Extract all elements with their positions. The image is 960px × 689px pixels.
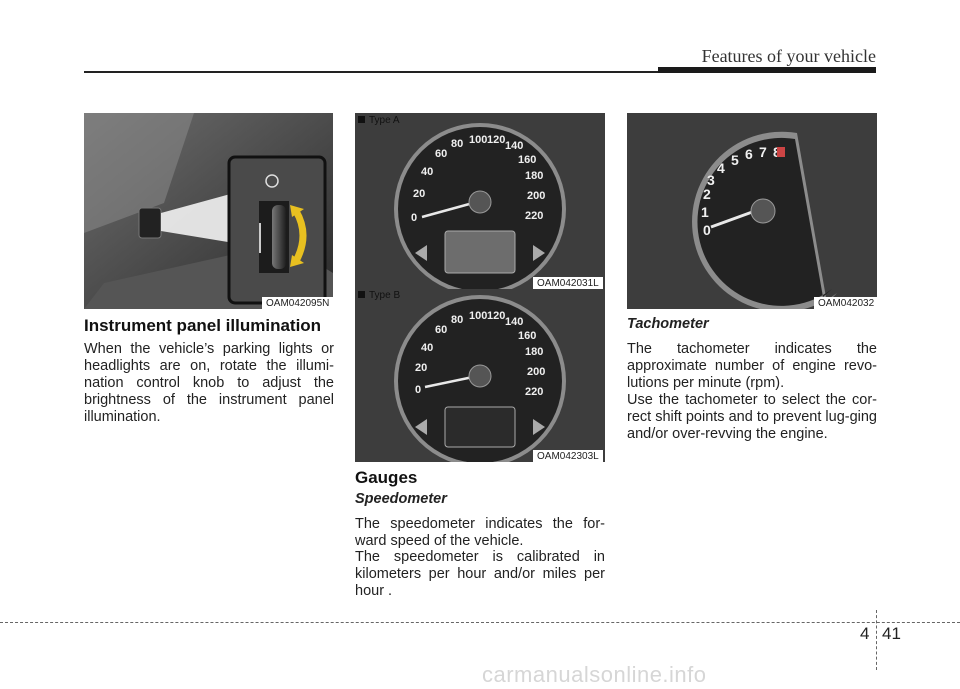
figure-code-left: OAM042095N (262, 297, 334, 310)
svg-text:180: 180 (525, 346, 543, 358)
section-heading-gauges: Gauges (355, 468, 418, 487)
svg-text:3: 3 (707, 172, 715, 188)
footer-dashed-rule (0, 622, 960, 623)
svg-text:80: 80 (451, 138, 463, 150)
svg-text:40: 40 (421, 166, 433, 178)
svg-text:140: 140 (505, 316, 523, 328)
dashboard-photo (84, 113, 333, 309)
svg-text:6: 6 (745, 146, 753, 162)
svg-text:7: 7 (759, 144, 767, 160)
svg-text:60: 60 (435, 324, 447, 336)
svg-text:0: 0 (703, 222, 711, 238)
svg-text:20: 20 (413, 188, 425, 200)
tachometer-paragraph-1: The tachometer indicates the approximate… (627, 341, 877, 391)
illumination-knob-figure (84, 113, 333, 309)
section-heading-illumination: Instrument panel illumination (84, 316, 322, 335)
svg-text:200: 200 (527, 190, 545, 202)
header-rule-accent (658, 67, 876, 73)
page-number-divider (876, 610, 877, 670)
svg-text:1: 1 (701, 204, 709, 220)
svg-text:120: 120 (487, 310, 505, 322)
running-header: Features of your vehicle (701, 46, 876, 66)
svg-text:60: 60 (435, 148, 447, 160)
speedometer-paragraph-2: The speedometer is calibrated in kilomet… (355, 549, 605, 599)
watermark: carmanualsonline.info (482, 662, 707, 687)
svg-text:160: 160 (518, 154, 536, 166)
svg-text:5: 5 (731, 152, 739, 168)
svg-text:2: 2 (703, 186, 711, 202)
svg-text:120: 120 (487, 134, 505, 146)
subheading-speedometer: Speedometer (355, 491, 447, 507)
svg-text:180: 180 (525, 170, 543, 182)
figure-code-type-a: OAM042031L (533, 277, 603, 290)
type-a-label: Type A (358, 115, 400, 126)
tachometer-paragraph-2: Use the tachometer to select the cor-rec… (627, 392, 877, 442)
figure-code-type-b: OAM042303L (533, 450, 603, 463)
chapter-number: 4 (860, 624, 870, 643)
svg-text:0: 0 (415, 384, 421, 396)
figure-code-tachometer: OAM042032 (814, 297, 879, 310)
type-b-label: Type B (358, 290, 400, 301)
svg-text:220: 220 (525, 210, 543, 222)
svg-text:80: 80 (451, 314, 463, 326)
svg-text:40: 40 (421, 342, 433, 354)
svg-text:20: 20 (415, 362, 427, 374)
svg-text:4: 4 (717, 160, 725, 176)
svg-text:0: 0 (411, 212, 417, 224)
svg-text:200: 200 (527, 366, 545, 378)
page-number: 41 (882, 624, 901, 643)
speedometer-paragraph-1: The speedometer indicates the for-ward s… (355, 516, 605, 549)
type-b-text: Type B (369, 290, 401, 301)
type-a-text: Type A (369, 115, 400, 126)
svg-text:100: 100 (469, 310, 487, 322)
subheading-tachometer: Tachometer (627, 316, 709, 332)
svg-text:220: 220 (525, 386, 543, 398)
svg-text:160: 160 (518, 330, 536, 342)
svg-text:140: 140 (505, 140, 523, 152)
header-rule (84, 71, 876, 73)
svg-text:100: 100 (469, 134, 487, 146)
illumination-paragraph: When the vehicle’s parking lights or hea… (84, 341, 334, 425)
